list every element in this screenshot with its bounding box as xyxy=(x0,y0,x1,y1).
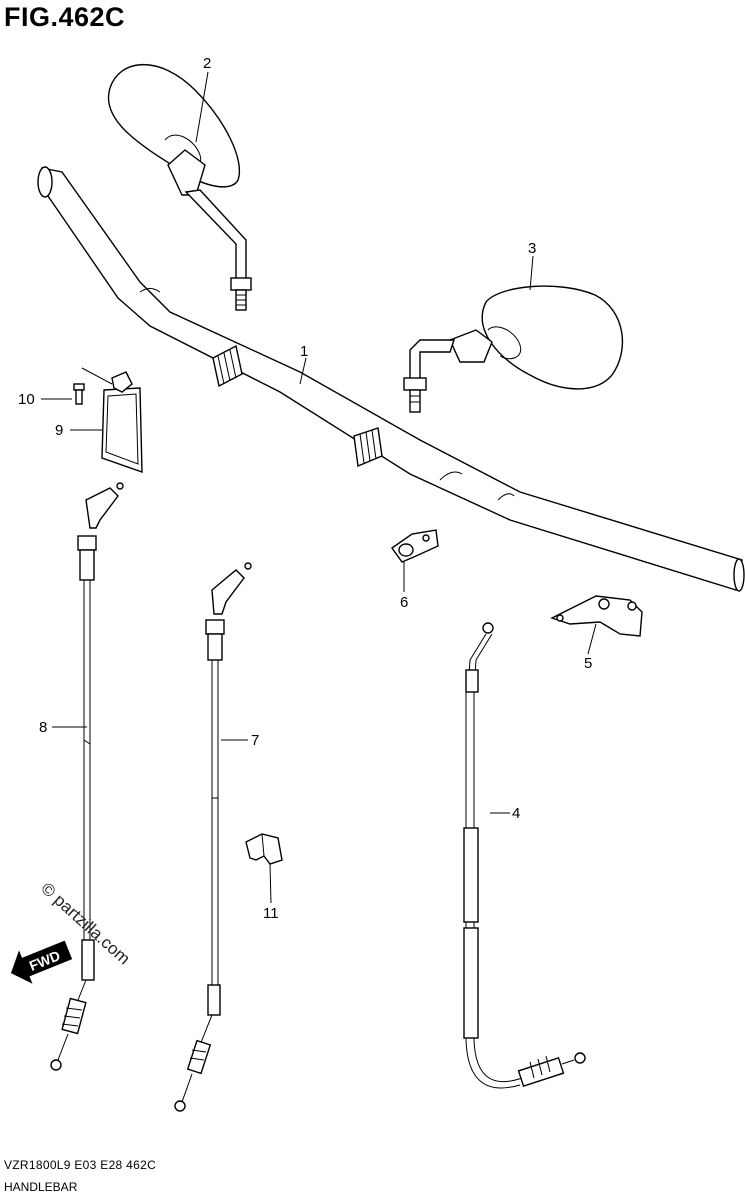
callout-6: 6 xyxy=(400,594,408,611)
callout-9: 9 xyxy=(55,422,63,439)
screw-part[interactable] xyxy=(73,383,85,405)
throttle-cable-no2-part[interactable] xyxy=(174,562,252,1112)
grip-ring-right xyxy=(353,427,383,467)
bracket-part[interactable] xyxy=(550,595,643,637)
figure-title: FIG.462C xyxy=(4,2,126,32)
callout-labels: 1 2 3 4 5 6 7 8 9 10 11 xyxy=(18,55,592,922)
callout-2: 2 xyxy=(203,55,211,72)
callout-3: 3 xyxy=(528,240,536,257)
left-mirror-part[interactable] xyxy=(107,63,252,311)
clutch-cable-part[interactable] xyxy=(463,622,586,1089)
callout-5: 5 xyxy=(584,655,592,672)
throttle-cable-no1-part[interactable] xyxy=(50,482,124,1071)
band-part[interactable] xyxy=(81,367,143,473)
callout-1: 1 xyxy=(300,343,308,360)
callout-8: 8 xyxy=(39,719,47,736)
callout-4: 4 xyxy=(512,805,520,822)
grip-ring-left xyxy=(212,344,243,388)
callout-10: 10 xyxy=(18,391,35,408)
right-mirror-part[interactable] xyxy=(403,285,624,413)
cable-clip-part[interactable] xyxy=(245,833,283,865)
fwd-arrow-icon: FWD xyxy=(10,940,73,984)
leader-lines xyxy=(41,71,597,904)
section-name: HANDLEBAR xyxy=(4,1180,78,1194)
model-code: VZR1800L9 E03 E28 462C xyxy=(4,1158,157,1172)
callout-11: 11 xyxy=(263,905,279,922)
handlebar-part[interactable] xyxy=(37,166,745,592)
clamp-part[interactable] xyxy=(391,529,439,563)
callout-7: 7 xyxy=(251,732,259,749)
